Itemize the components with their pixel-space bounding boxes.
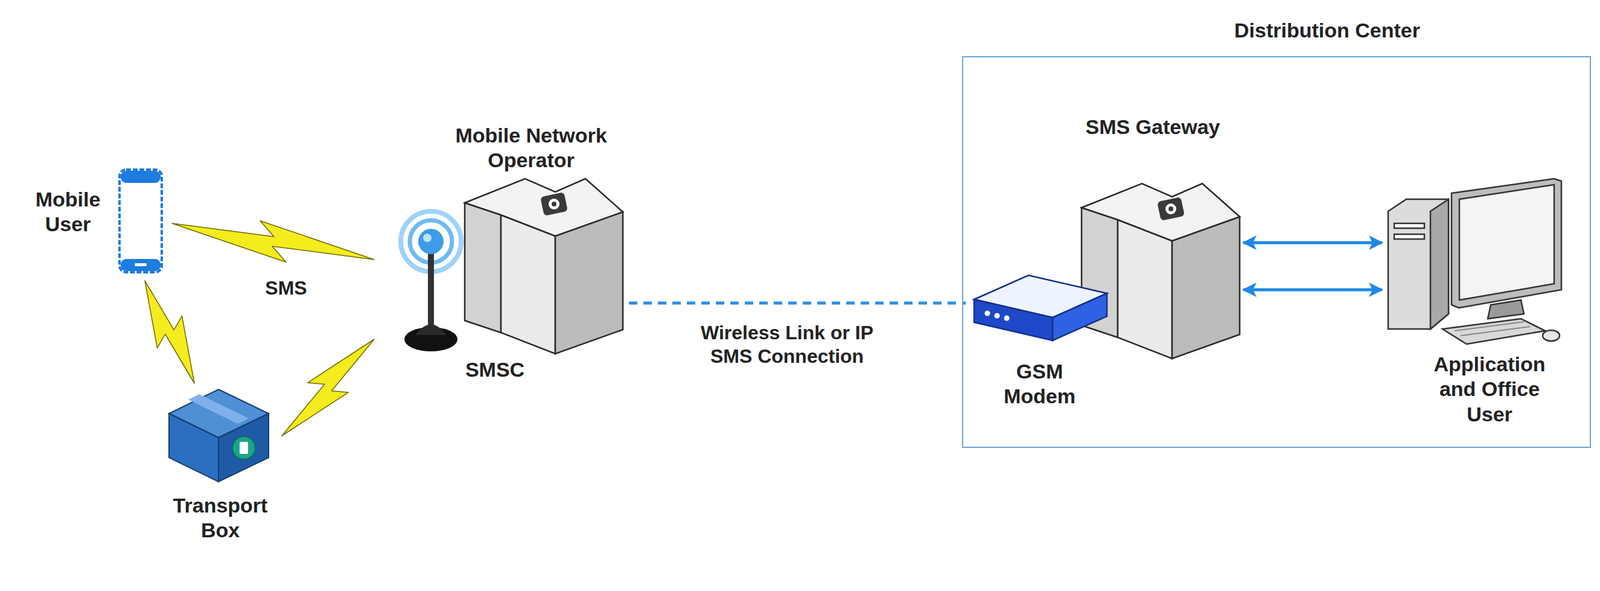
server-icon xyxy=(1081,183,1240,359)
node-label: GSM Modem xyxy=(998,359,1081,410)
lightning-connector xyxy=(172,220,375,263)
lightning-connector xyxy=(281,339,375,436)
node-label: Mobile User xyxy=(24,187,112,238)
dashed-link xyxy=(628,301,966,305)
gateway-node: SMS Gateway xyxy=(1062,114,1244,366)
lightning-connector xyxy=(144,280,195,384)
operator-node: Mobile Network OperatorSMSC xyxy=(374,120,629,387)
node-label: SMSC xyxy=(452,357,538,383)
arrow-connector xyxy=(1243,288,1383,292)
node-label: SMS Gateway xyxy=(1074,114,1232,140)
transport-node: Transport Box xyxy=(159,383,282,550)
node-heading: Mobile Network Operator xyxy=(434,123,628,174)
phone-icon xyxy=(119,169,162,273)
server-icon xyxy=(464,178,623,354)
distribution-center: Distribution CenterSMS GatewayGSM Modem A… xyxy=(962,18,1591,448)
computer-node: Application and Office User xyxy=(1382,172,1582,438)
user-node: Mobile User xyxy=(24,162,173,281)
node-label: Application and Office User xyxy=(1418,351,1561,427)
antenna-icon xyxy=(400,211,462,352)
edge-label: Wireless Link or IP SMS Connection xyxy=(675,321,899,369)
arrow-connector xyxy=(1243,241,1383,245)
node-label: Transport Box xyxy=(159,493,281,544)
edge-label: SMS xyxy=(250,276,322,300)
modem-node: GSM Modem xyxy=(965,271,1117,417)
computer-icon xyxy=(1388,178,1562,345)
box-icon xyxy=(168,389,269,482)
modem-icon xyxy=(974,275,1107,341)
group-heading: Distribution Center xyxy=(1197,18,1457,43)
